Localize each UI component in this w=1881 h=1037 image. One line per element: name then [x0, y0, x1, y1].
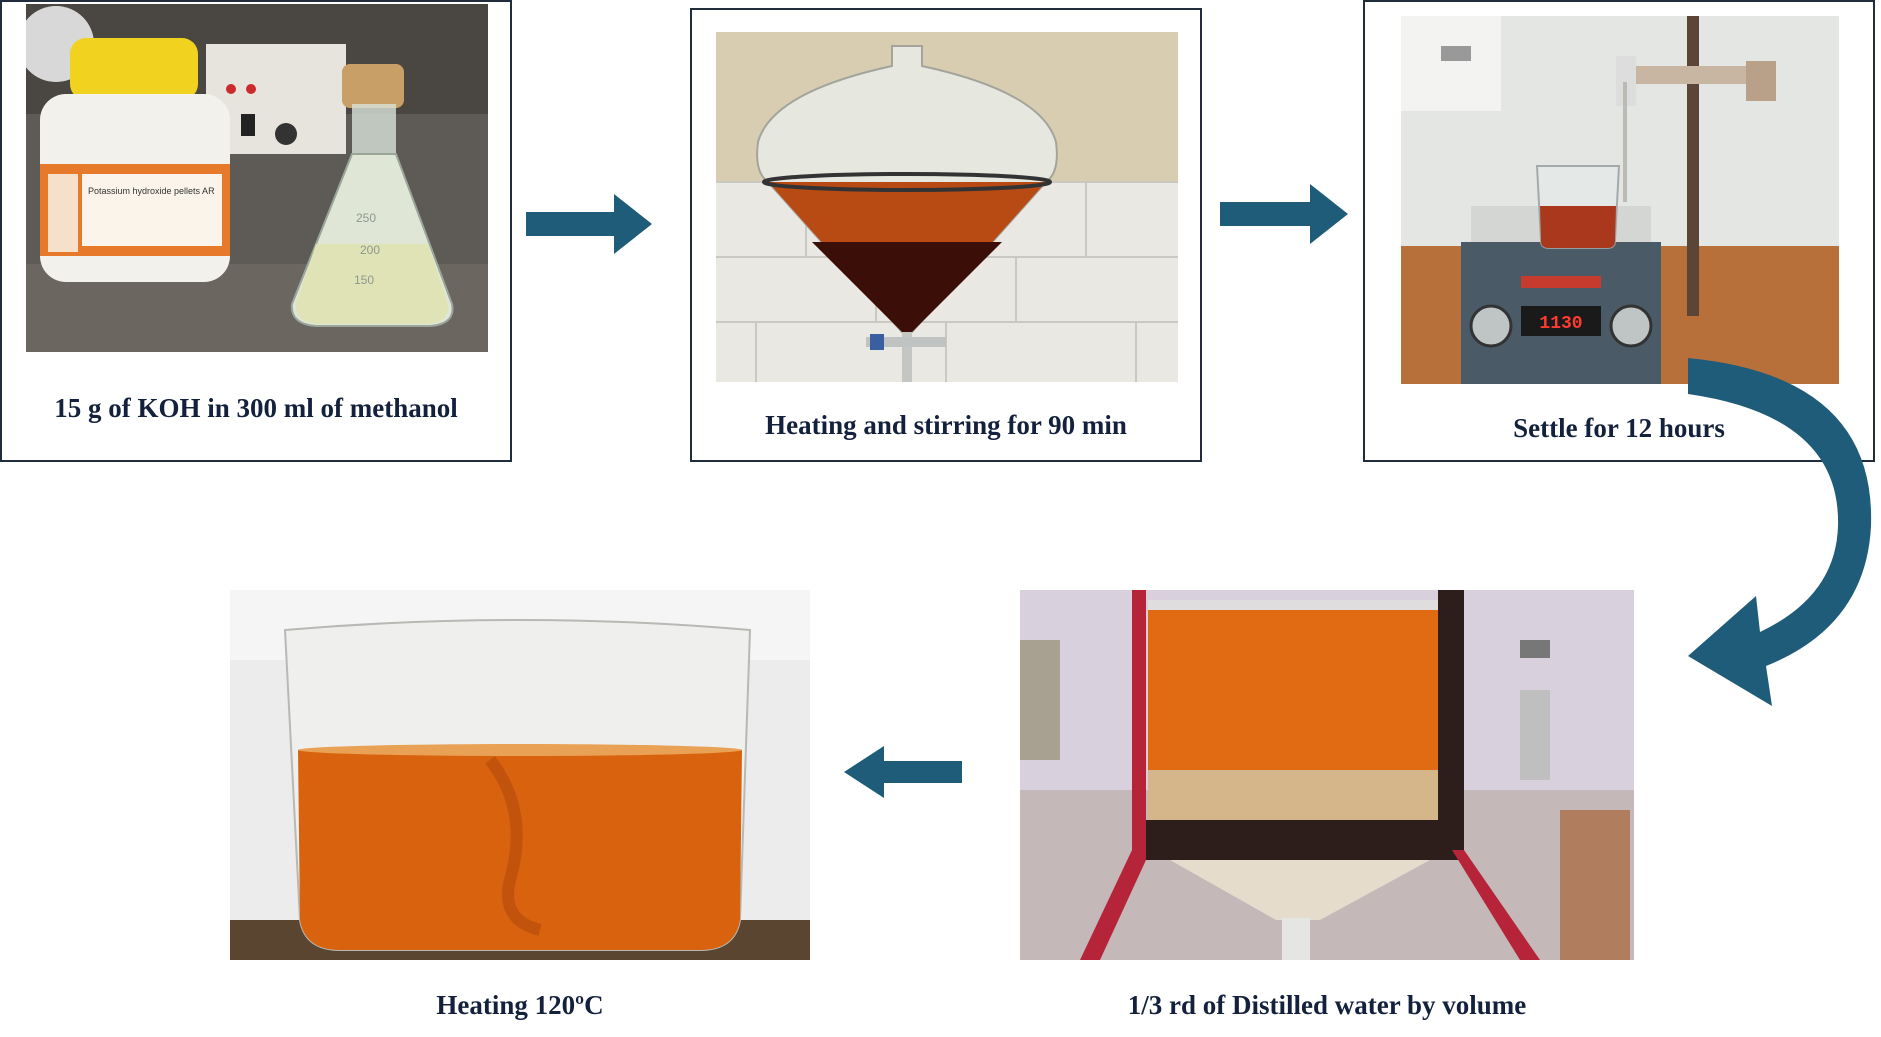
step-2-panel: Heating and stirring for 90 min	[690, 8, 1202, 462]
step-2-caption: Heating and stirring for 90 min	[692, 410, 1200, 441]
step-3-photo: 1130	[1401, 16, 1839, 384]
step-2-photo	[716, 32, 1178, 382]
step-1-caption: 15 g of KOH in 300 ml of methanol	[2, 393, 510, 424]
curved-arrow-step3-to-step4	[1686, 356, 1881, 736]
flask-mark-150: 150	[354, 273, 374, 287]
stirrer-display: 1130	[1539, 314, 1582, 334]
step-4-photo	[1020, 590, 1634, 960]
flask-mark-250: 250	[356, 211, 376, 225]
step-4-caption: 1/3 rd of Distilled water by volume	[1020, 990, 1634, 1021]
flask-mark-200: 200	[360, 243, 380, 257]
arrow-step1-to-step2	[526, 190, 654, 258]
step-5-photo	[230, 590, 810, 960]
bottle-label-text: Potassium hydroxide pellets AR	[88, 186, 215, 196]
arrow-step2-to-step3	[1220, 180, 1350, 248]
step-5-caption: Heating 120ºC	[230, 990, 810, 1021]
step-1-panel: Potassium hydroxide pellets AR 250 200 1…	[0, 0, 512, 462]
step-1-photo: Potassium hydroxide pellets AR 250 200 1…	[26, 4, 488, 352]
arrow-step4-to-step5	[842, 744, 962, 800]
